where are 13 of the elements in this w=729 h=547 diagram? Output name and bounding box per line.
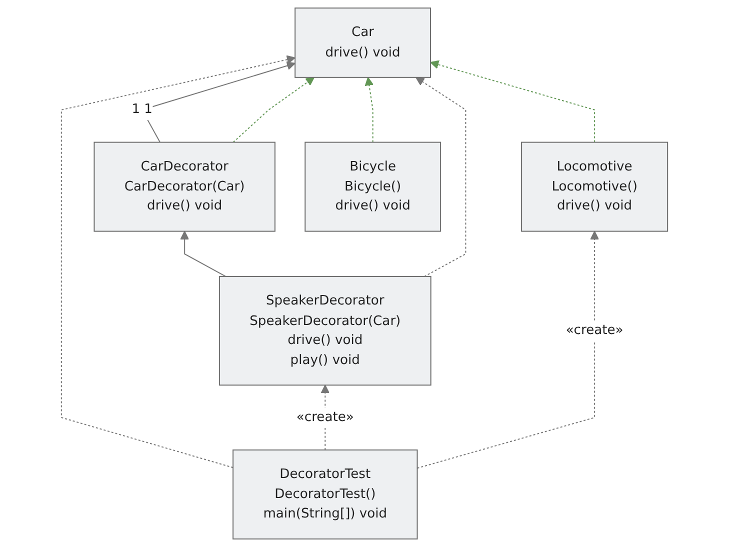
arrow [232,77,315,143]
arrow [430,60,596,142]
node-box: Locomotive Locomotive() drive() void [521,142,668,232]
arrow [60,55,296,468]
node-box: Car drive() void [294,8,431,78]
node-box: CarDecorator CarDecorator(Car) drive() void [94,142,276,232]
arrow [416,77,466,277]
node-box: Bicycle Bicycle() drive() void [304,142,442,232]
node-box: DecoratorTest DecoratorTest() main(String[]) void [232,449,418,540]
arrow [417,230,599,469]
node-box: SpeakerDecorator SpeakerDecorator(Car) drive() void play() void [218,276,432,386]
arrow [364,77,374,142]
arrow [180,230,226,277]
